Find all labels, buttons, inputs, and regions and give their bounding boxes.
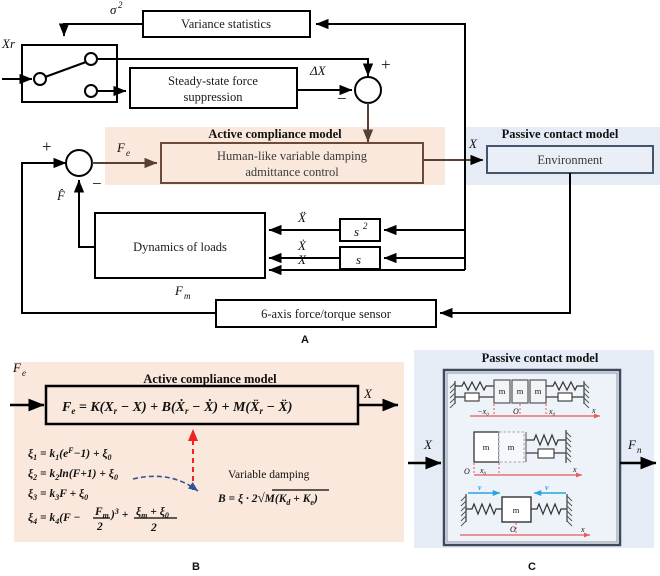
- variance-to-switch-arrow: [58, 23, 143, 37]
- summing-junction-top: [354, 76, 382, 104]
- model2-mass-1: m: [483, 442, 490, 452]
- passive-contact-title: Passive contact model: [502, 127, 619, 141]
- panel-b-output-label: X: [363, 386, 373, 401]
- sum-left-plus: +: [42, 137, 52, 156]
- model2-axis-label: x: [572, 465, 577, 474]
- s-label: s: [356, 252, 361, 267]
- xi4-frac1-den: 2: [96, 521, 103, 533]
- panel-letter-a: A: [301, 334, 309, 346]
- panel-c-title: Passive contact model: [482, 351, 599, 365]
- sum-top-plus: +: [381, 55, 391, 74]
- panel-c-output-sub: n: [637, 445, 642, 455]
- admittance-label-line2: admittance control: [245, 165, 339, 179]
- fe-subscript: e: [126, 148, 130, 158]
- panel-c-output-label: F: [627, 437, 637, 452]
- block-steady-state-force-suppression: [129, 67, 298, 109]
- block-switch: [21, 44, 118, 103]
- x-to-variance-line: [315, 18, 466, 160]
- fm-label: F: [174, 283, 184, 298]
- force-sensor-label: 6-axis force/torque sensor: [261, 307, 392, 321]
- block-variance-statistics: [142, 10, 311, 38]
- panel-letter-b: B: [192, 561, 200, 573]
- delta-x-label: ΔX: [309, 63, 327, 78]
- model1-axis-label: x: [591, 406, 596, 415]
- x-label-top: X: [468, 136, 478, 151]
- xi-equation-4: ξ4 = k4(F −: [28, 511, 80, 526]
- xi-to-b-curve-arrow: [132, 475, 199, 492]
- panel-c-inner-outline: [446, 372, 618, 543]
- panel-c-input-label: X: [423, 437, 433, 452]
- s-squared-exponent: 2: [363, 221, 368, 231]
- xi4-frac2-den: 2: [150, 522, 157, 534]
- xi-equation-1: ξ1 = k1(eF−1) + ξ0: [28, 446, 112, 462]
- model3-mass-1: m: [513, 505, 520, 515]
- steady-state-label-line2: suppression: [183, 90, 243, 104]
- fm-feedback-line: [21, 157, 216, 314]
- sum-top-minus: −: [337, 89, 347, 108]
- xi4-power: )3 +: [110, 507, 129, 521]
- damping-equation: B = ξ · 2√M(Kd + Ke): [217, 490, 318, 507]
- model3-velocity-right: v: [545, 483, 549, 492]
- passive-model-1: m m m −x₀ O x₀ x: [449, 379, 601, 419]
- block-s-squared: [339, 218, 381, 242]
- passive-model-3: m v v O x: [460, 483, 591, 538]
- panel-b-main-equation: Fe = K(Xr − X) + B(Ẋr − Ẋ) + M(Ẍr − X…: [61, 398, 292, 416]
- panel-b-input-label: F: [12, 360, 22, 375]
- x-ddot-label: Ẍ: [297, 210, 307, 225]
- environment-label: Environment: [537, 153, 603, 167]
- variance-statistics-label: Variance statistics: [181, 17, 271, 31]
- xr-label: Xr: [1, 36, 16, 51]
- passive-model-2: m m O x₀ x: [464, 430, 583, 478]
- xi4-frac2-num: ξm + ξ0: [136, 505, 169, 520]
- model2-mass-2: m: [508, 442, 515, 452]
- switch-pole-input: [33, 72, 47, 86]
- model1-mass-2: m: [517, 386, 524, 396]
- switch-contact-lower: [84, 84, 98, 98]
- model2-tick-o: O: [464, 467, 470, 476]
- model1-tick-neg-x0: −x₀: [477, 407, 489, 416]
- model1-mass-1: m: [499, 386, 506, 396]
- block-environment: [486, 145, 654, 174]
- panel-b-input-sub: e: [22, 368, 26, 378]
- panel-b-title: Active compliance model: [143, 372, 277, 386]
- summing-junction-left: [65, 149, 93, 177]
- x-plain-label: X: [297, 252, 307, 267]
- f-hat-label: F̂: [56, 188, 66, 203]
- environment-to-sensor-line: [439, 173, 571, 319]
- block-dynamics-of-loads: [94, 212, 266, 279]
- fe-label: F: [116, 140, 126, 155]
- active-compliance-title: Active compliance model: [208, 127, 342, 141]
- switch-blade: [44, 60, 87, 79]
- model1-mass-3: m: [535, 386, 542, 396]
- model3-velocity-left: v: [478, 483, 482, 492]
- sigma-label: σ: [110, 2, 117, 17]
- model2-tick-x0: x₀: [479, 466, 487, 475]
- xi4-frac1-num: Fm: [94, 506, 109, 520]
- model3-axis-label: x: [580, 525, 585, 534]
- model1-tick-x0: x₀: [548, 407, 556, 416]
- xi-equation-3: ξ3 = k3F + ξ0: [28, 487, 88, 502]
- block-admittance-control: [160, 142, 424, 184]
- model1-tick-o: O: [513, 407, 519, 416]
- sigma-exponent: 2: [118, 0, 123, 10]
- s-squared-label: s: [354, 224, 359, 239]
- x-dot-label: Ẋ: [297, 238, 307, 253]
- panel-letter-c: C: [528, 561, 536, 573]
- variable-damping-label: Variable damping: [228, 469, 310, 481]
- steady-state-label-line1: Steady-state force: [168, 74, 258, 88]
- block-force-torque-sensor: [215, 299, 437, 328]
- admittance-label-line1: Human-like variable damping: [217, 149, 368, 163]
- switch-contact-upper: [84, 52, 98, 66]
- model3-tick-o: O: [510, 525, 516, 534]
- fhat-feedback-line: [73, 179, 95, 248]
- sum-left-minus: −: [92, 174, 102, 193]
- fm-subscript: m: [184, 291, 191, 301]
- xi-equation-2: ξ2 = k2ln(F+1) + ξ0: [28, 467, 118, 482]
- dynamics-of-loads-label: Dynamics of loads: [133, 240, 227, 254]
- switch-upper-to-sum-line: [97, 58, 374, 77]
